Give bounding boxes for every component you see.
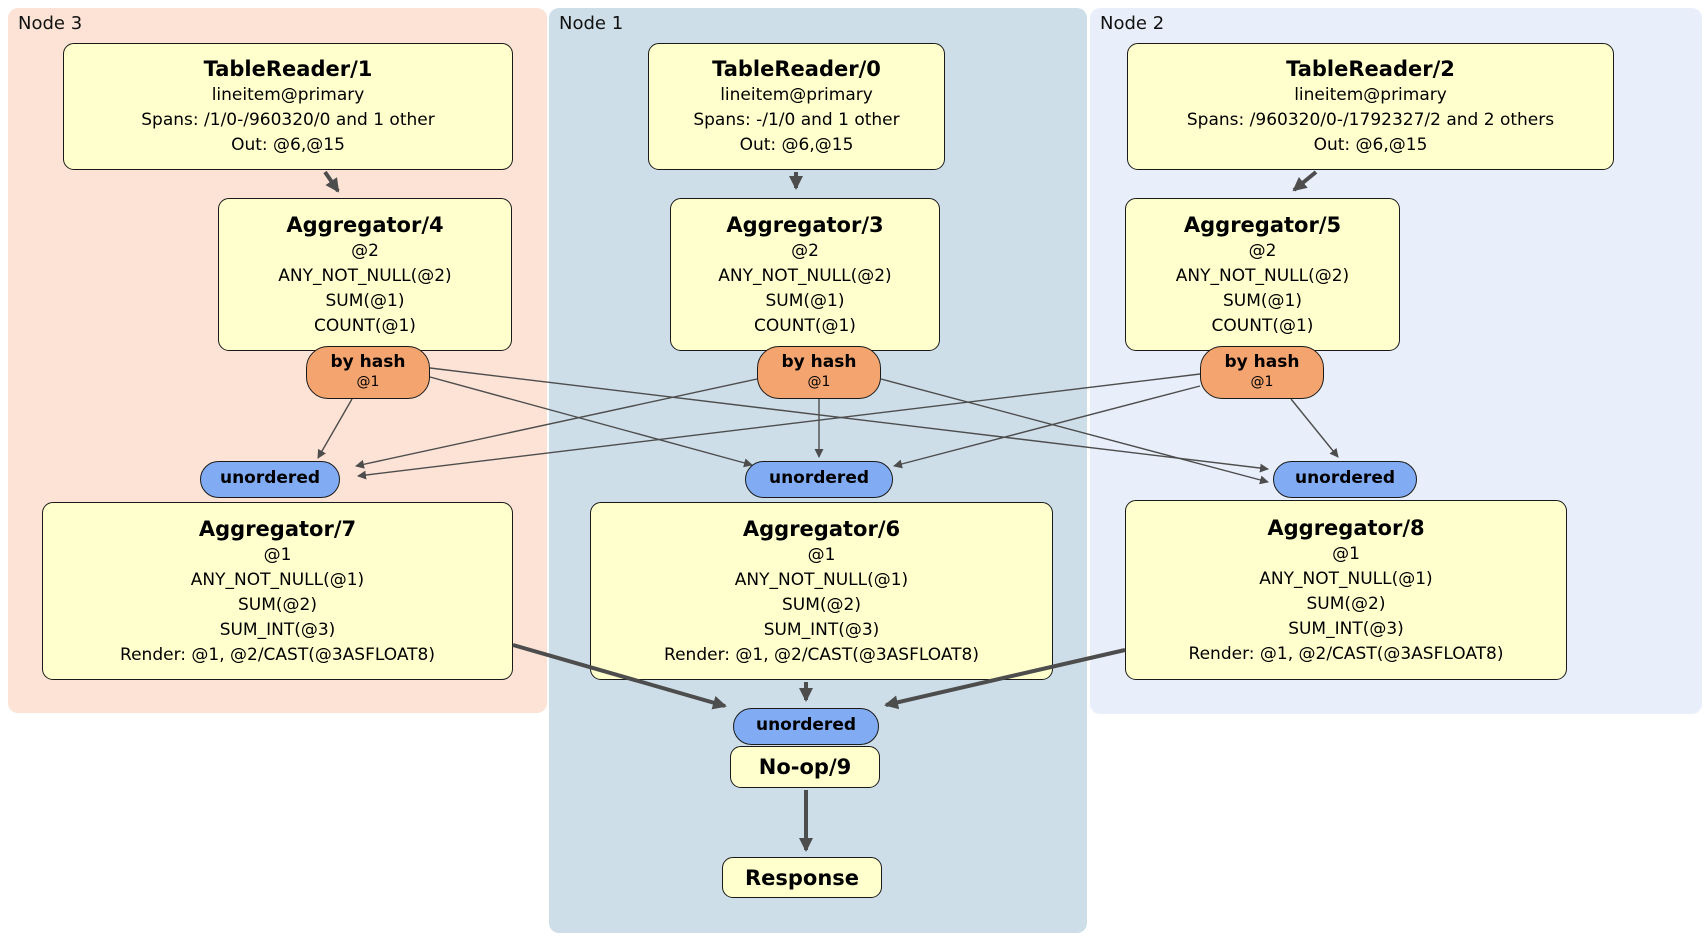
region-label-node-3: Node 3: [18, 13, 83, 34]
processor-line: ANY_NOT_NULL(@1): [734, 569, 909, 590]
sync-unordered-final: unordered: [733, 708, 879, 745]
router-label: by hash: [330, 352, 406, 372]
processor-title: Aggregator/6: [742, 516, 901, 541]
sync-label: unordered: [768, 468, 870, 488]
router-detail: @1: [807, 374, 831, 390]
processor-line: lineitem@primary: [720, 85, 873, 105]
processor-line: @1: [1332, 543, 1360, 564]
processor-line: SUM_INT(@3): [763, 619, 880, 640]
processor-title: Aggregator/8: [1267, 515, 1425, 540]
processor-line: SUM(@2): [1306, 593, 1386, 614]
processor-response: Response: [722, 857, 882, 898]
sync-label: unordered: [219, 468, 321, 488]
processor-line: SUM(@2): [238, 594, 317, 615]
processor-line: COUNT(@1): [314, 315, 416, 336]
router-by-hash-center: by hash @1: [757, 346, 881, 399]
router-by-hash-right: by hash @1: [1200, 346, 1324, 399]
processor-line: ANY_NOT_NULL(@1): [1259, 568, 1433, 589]
processor-line: ANY_NOT_NULL(@2): [278, 265, 452, 286]
processor-line: @2: [351, 240, 379, 261]
processor-line: @2: [1248, 240, 1277, 261]
processor-aggregator-3: Aggregator/3 @2 ANY_NOT_NULL(@2) SUM(@1)…: [670, 198, 940, 351]
sync-unordered-center: unordered: [745, 461, 893, 498]
processor-title: Aggregator/5: [1183, 212, 1342, 237]
region-label-node-2: Node 2: [1100, 13, 1165, 34]
processor-aggregator-6: Aggregator/6 @1 ANY_NOT_NULL(@1) SUM(@2)…: [590, 502, 1053, 680]
processor-line: lineitem@primary: [1294, 85, 1447, 105]
processor-line: COUNT(@1): [1211, 315, 1314, 336]
processor-noop-9: No-op/9: [730, 746, 880, 788]
processor-line: Out: @6,@15: [1313, 135, 1428, 155]
processor-line: ANY_NOT_NULL(@2): [718, 265, 892, 286]
processor-title: No-op/9: [758, 755, 852, 779]
router-label: by hash: [781, 352, 857, 372]
processor-line: Out: @6,@15: [739, 135, 854, 155]
processor-line: Spans: /1/0-/960320/0 and 1 other: [141, 110, 435, 130]
processor-line: SUM(@2): [782, 594, 861, 615]
region-label-node-1: Node 1: [559, 13, 624, 34]
processor-line: SUM(@1): [765, 290, 845, 311]
processor-line: Spans: -/1/0 and 1 other: [693, 110, 900, 130]
processor-line: Render: @1, @2/CAST(@3ASFLOAT8): [1188, 643, 1504, 664]
processor-tablereader-2: TableReader/2 lineitem@primary Spans: /9…: [1127, 43, 1614, 170]
processor-line: lineitem@primary: [211, 85, 365, 105]
processor-line: ANY_NOT_NULL(@2): [1175, 265, 1350, 286]
processor-line: @2: [791, 240, 819, 261]
processor-title: Aggregator/7: [198, 516, 357, 541]
processor-aggregator-4: Aggregator/4 @2 ANY_NOT_NULL(@2) SUM(@1)…: [218, 198, 512, 351]
processor-line: ANY_NOT_NULL(@1): [190, 569, 365, 590]
sync-label: unordered: [755, 715, 857, 735]
processor-aggregator-5: Aggregator/5 @2 ANY_NOT_NULL(@2) SUM(@1)…: [1125, 198, 1400, 351]
processor-line: COUNT(@1): [754, 315, 856, 336]
sync-unordered-left: unordered: [200, 461, 340, 498]
processor-aggregator-7: Aggregator/7 @1 ANY_NOT_NULL(@1) SUM(@2)…: [42, 502, 513, 680]
processor-line: SUM(@1): [1223, 290, 1302, 311]
processor-title: Aggregator/3: [726, 212, 884, 237]
processor-line: Render: @1, @2/CAST(@3ASFLOAT8): [664, 644, 979, 665]
processor-title: Response: [744, 865, 860, 890]
router-label: by hash: [1224, 352, 1300, 372]
sync-label: unordered: [1294, 468, 1396, 488]
processor-line: @1: [263, 544, 292, 565]
router-detail: @1: [356, 374, 380, 390]
processor-line: Out: @6,@15: [231, 135, 345, 155]
processor-tablereader-1: TableReader/1 lineitem@primary Spans: /1…: [63, 43, 513, 170]
processor-line: SUM_INT(@3): [1288, 618, 1404, 639]
processor-title: TableReader/1: [203, 57, 373, 81]
processor-title: Aggregator/4: [286, 212, 444, 237]
processor-line: Render: @1, @2/CAST(@3ASFLOAT8): [120, 644, 435, 665]
router-by-hash-left: by hash @1: [306, 346, 430, 399]
processor-tablereader-0: TableReader/0 lineitem@primary Spans: -/…: [648, 43, 945, 170]
processor-line: SUM_INT(@3): [219, 619, 336, 640]
processor-title: TableReader/2: [1286, 57, 1455, 81]
sync-unordered-right: unordered: [1273, 461, 1417, 498]
router-detail: @1: [1250, 374, 1274, 390]
processor-aggregator-8: Aggregator/8 @1 ANY_NOT_NULL(@1) SUM(@2)…: [1125, 500, 1567, 680]
processor-line: Spans: /960320/0-/1792327/2 and 2 others: [1186, 110, 1555, 130]
processor-line: SUM(@1): [325, 290, 405, 311]
processor-title: TableReader/0: [712, 57, 881, 81]
processor-line: @1: [807, 544, 836, 565]
